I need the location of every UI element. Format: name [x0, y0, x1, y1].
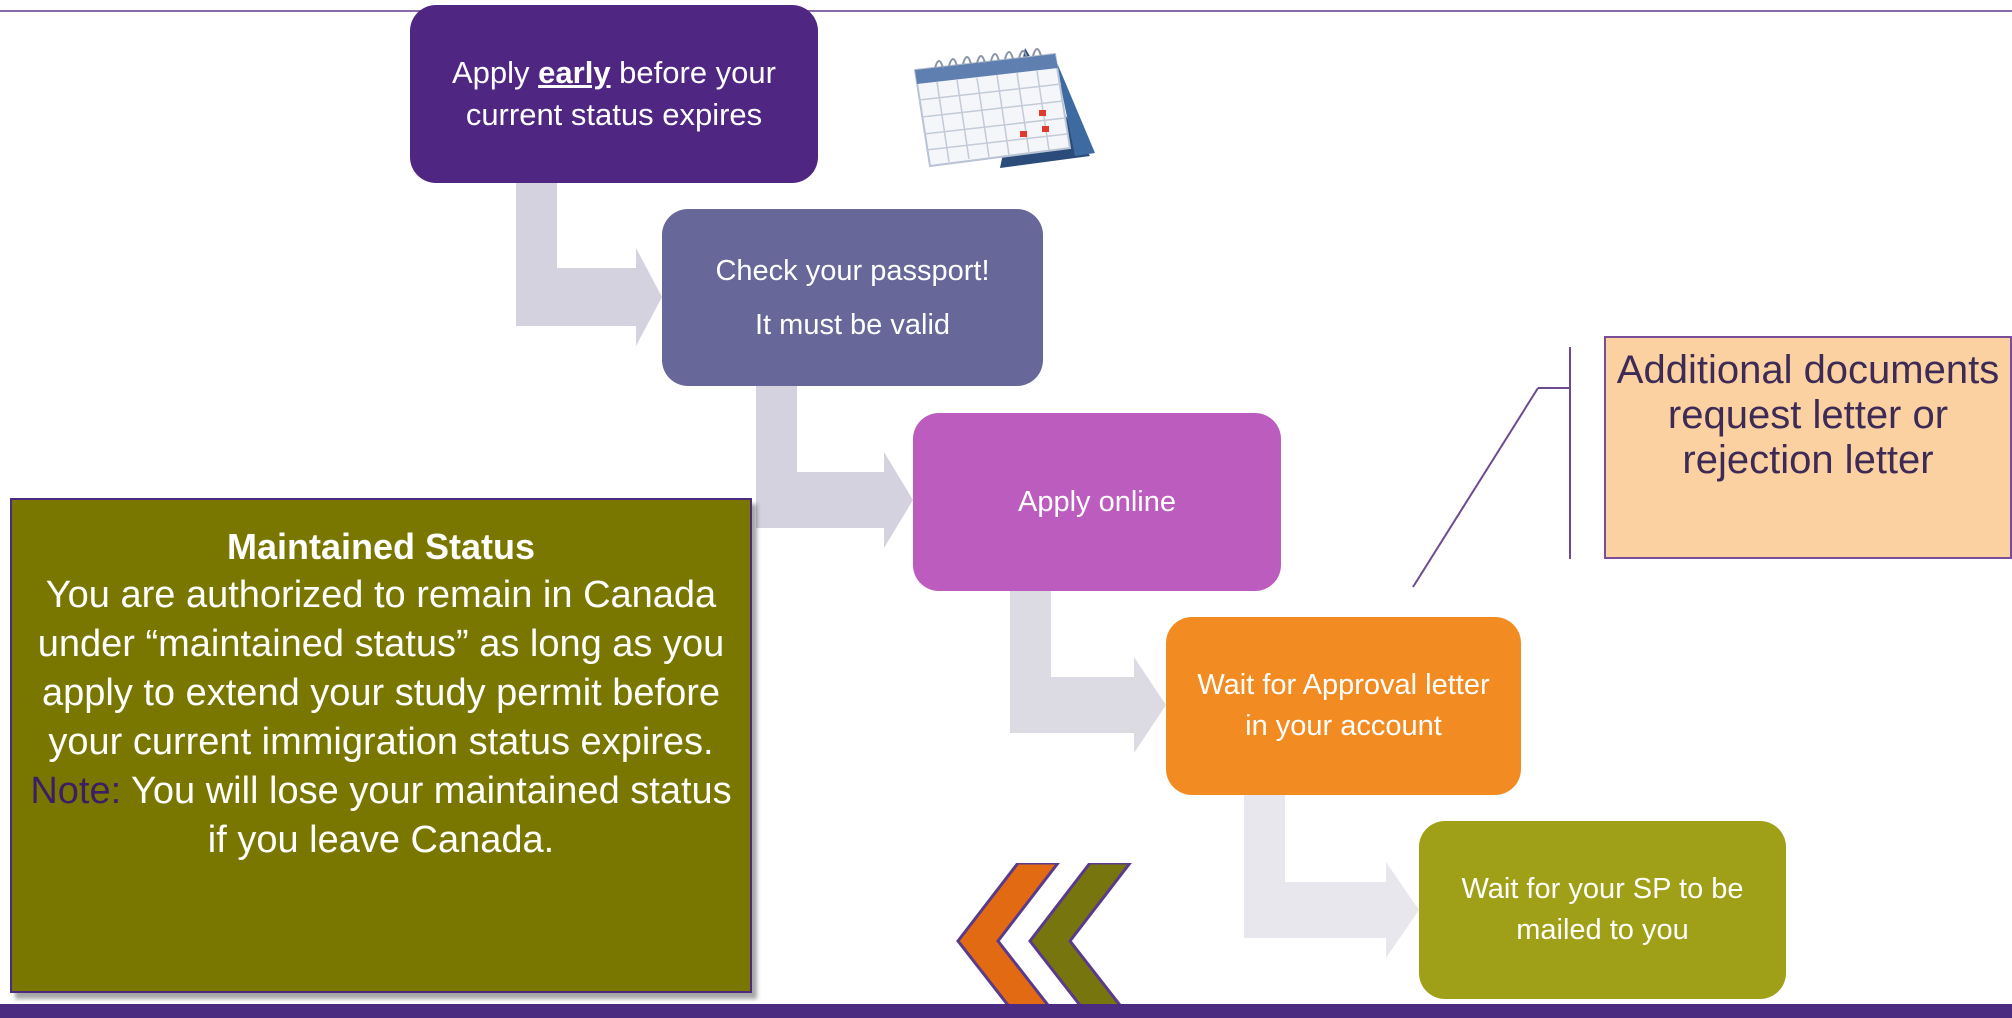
step-wait-approval: Wait for Approval letter in your account — [1166, 617, 1521, 795]
double-chevron-left-icon[interactable] — [950, 863, 1165, 1018]
maintained-status-box: Maintained Status You are authorized to … — [10, 498, 752, 993]
step-check-passport-line2: It must be valid — [754, 308, 951, 341]
step-check-passport-line1: Check your passport! — [715, 254, 990, 287]
step-apply-early: Apply early before your current status e… — [410, 5, 818, 183]
step-wait-mail-text: Wait for your SP to be mailed to you — [1461, 873, 1744, 946]
connector-arrow-4 — [1244, 795, 1419, 958]
callout-pointer-line — [1412, 387, 1539, 588]
additional-documents-callout: Additional documents request letter or r… — [1604, 336, 2012, 559]
step-check-passport: Check your passport! It must be valid — [662, 209, 1043, 386]
step-apply-early-pre: Apply — [451, 55, 539, 90]
maintained-status-note-text: You will lose your maintained status if … — [131, 770, 732, 861]
maintained-status-body-text: You are authorized to remain in Canada u… — [37, 574, 725, 763]
step-wait-approval-text: Wait for Approval letter in your account — [1197, 669, 1490, 742]
connector-arrow-2 — [756, 386, 913, 548]
step-apply-online-text: Apply online — [1018, 485, 1176, 518]
step-apply-early-emphasis: early — [538, 55, 611, 90]
calendar-icon — [913, 48, 1095, 168]
connector-arrow-1 — [516, 183, 662, 346]
step-wait-mail: Wait for your SP to be mailed to you — [1419, 821, 1786, 999]
brand-bottom-bar — [0, 1004, 2012, 1018]
step-apply-early-text: Apply early before your current status e… — [430, 52, 798, 136]
step-apply-early-post: before your current status expires — [465, 55, 776, 132]
maintained-status-body: You are authorized to remain in Canada u… — [20, 571, 742, 865]
callout-text: Additional documents request letter or r… — [1616, 348, 2000, 482]
step-apply-online: Apply online — [913, 413, 1281, 591]
maintained-status-title: Maintained Status — [226, 526, 536, 567]
top-rule — [0, 10, 2012, 12]
connector-arrow-3 — [1010, 591, 1166, 753]
maintained-status-note-label: Note: — [30, 770, 122, 812]
